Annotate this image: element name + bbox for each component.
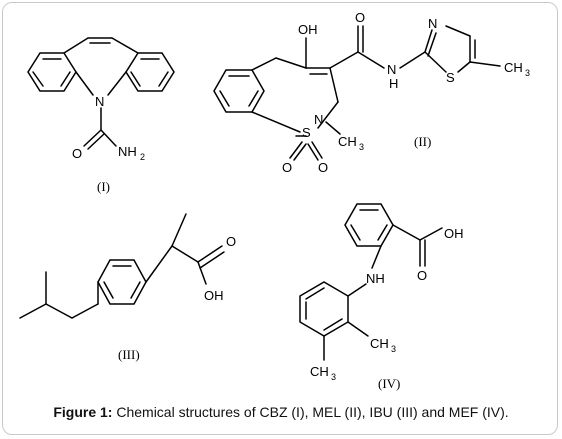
mef-methyl-a-subscript: 3 <box>391 344 396 354</box>
ibu-oh-atom: OH <box>204 288 224 303</box>
mel-methyl-atom: CH <box>504 60 523 75</box>
cbz-nh2-atom: NH <box>118 144 137 159</box>
ibu-structure: O OH (III) <box>19 213 236 362</box>
mel-thiazole-n-atom: N <box>428 16 437 31</box>
ibu-o-atom: O <box>226 234 236 249</box>
mef-methyl-b-atom: CH <box>310 364 329 379</box>
compound-label-ii: (II) <box>414 134 431 149</box>
cbz-nh2-subscript: 2 <box>140 152 145 162</box>
mel-n-methyl-atom: CH <box>338 134 357 149</box>
compound-label-i: (I) <box>97 179 110 194</box>
mef-oh-atom: OH <box>444 226 464 241</box>
mef-structure: OH O NH CH 3 CH 3 (IV) <box>299 203 464 391</box>
figure-caption: Figure 1: Chemical structures of CBZ (I)… <box>0 404 562 420</box>
mel-amide-h-atom: H <box>389 76 398 91</box>
mef-o-atom: O <box>417 268 427 283</box>
mef-methyl-a-atom: CH <box>370 336 389 351</box>
mef-nh-atom: NH <box>366 271 385 286</box>
cbz-structure: N O NH 2 (I) <box>27 37 175 194</box>
mel-amide-n-atom: N <box>387 62 396 77</box>
compound-label-iv: (IV) <box>378 376 400 391</box>
mel-sulfonyl-o2-atom: O <box>318 160 328 175</box>
mel-o-atom: O <box>355 10 365 25</box>
compound-label-iii: (III) <box>118 347 140 362</box>
mel-methyl-subscript: 3 <box>525 68 530 78</box>
mel-structure: OH O N H N S CH 3 S N CH 3 O O (II <box>213 10 530 175</box>
mel-n-methyl-subscript: 3 <box>359 142 364 152</box>
cbz-n-atom: N <box>95 94 104 109</box>
mel-thiazole-s-atom: S <box>446 70 455 85</box>
mel-sulfonyl-o1-atom: O <box>282 160 292 175</box>
mef-methyl-b-subscript: 3 <box>331 372 336 382</box>
mel-ring-n-atom: N <box>314 112 323 127</box>
mel-ring-s-atom: S <box>302 125 311 140</box>
cbz-o-atom: O <box>72 146 82 161</box>
figure-caption-label: Figure 1: <box>53 404 113 420</box>
mel-oh-atom: OH <box>298 22 318 37</box>
figure-frame <box>2 2 558 435</box>
figure-caption-text: Chemical structures of CBZ (I), MEL (II)… <box>112 404 509 420</box>
